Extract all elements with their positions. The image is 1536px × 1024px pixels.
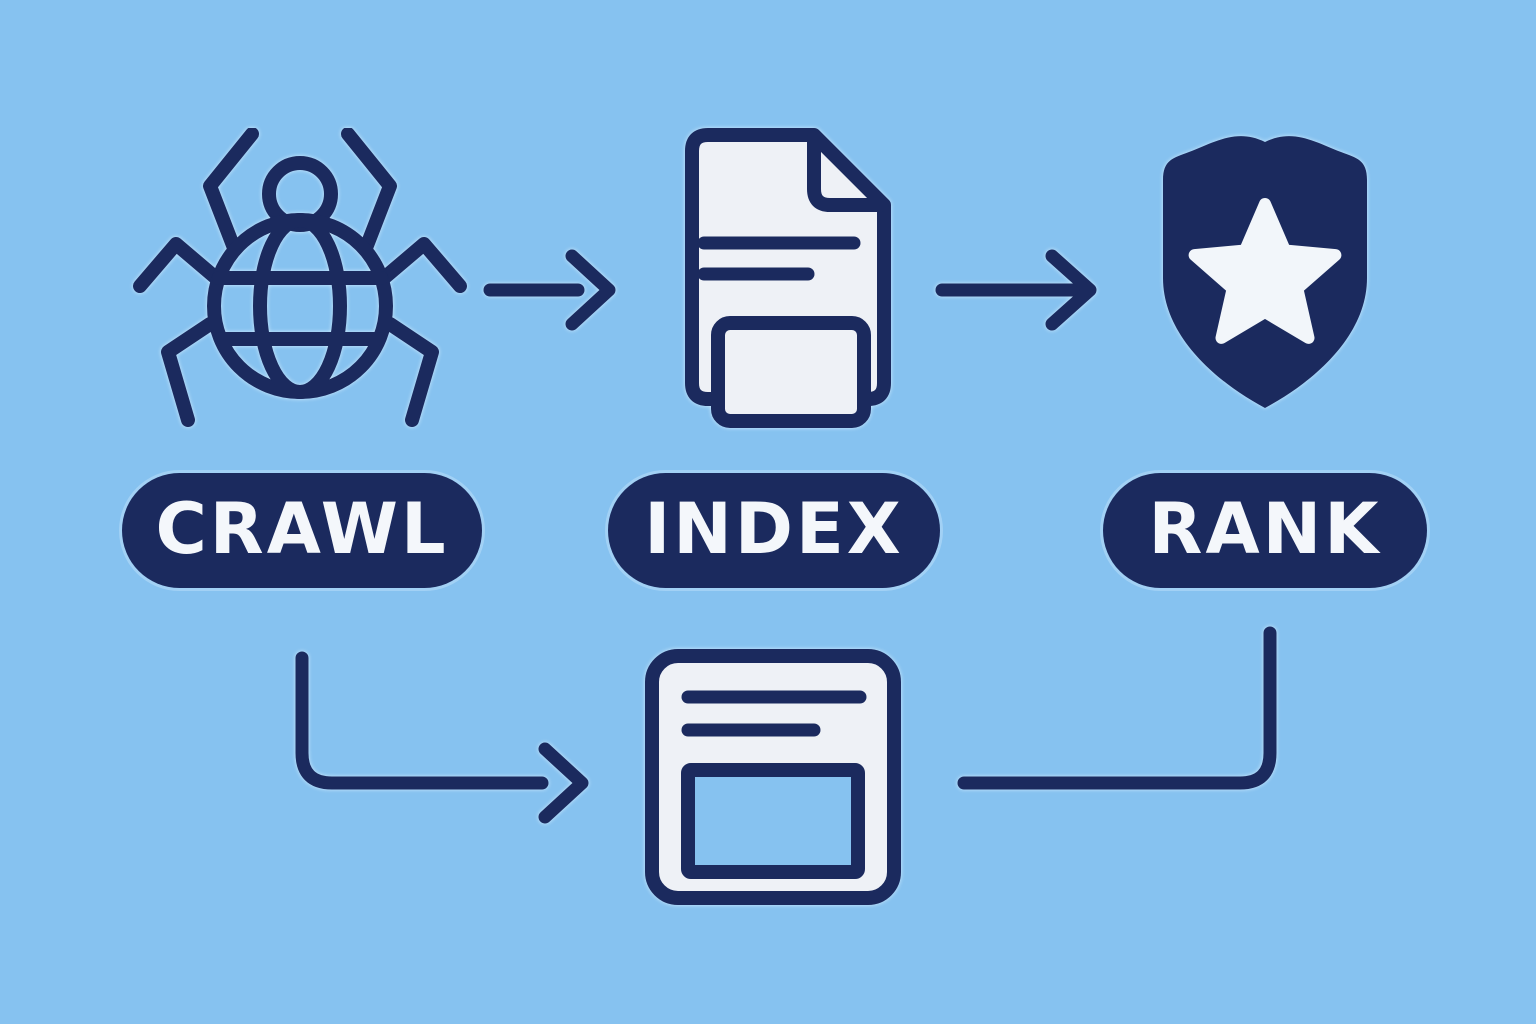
rank-pill: RANK — [1103, 473, 1427, 588]
crawl-pill: CRAWL — [122, 473, 482, 588]
spider-crawler-icon — [133, 128, 467, 427]
webpage-icon — [645, 649, 901, 905]
crawl-label: CRAWL — [155, 487, 449, 570]
star-icon — [1188, 198, 1342, 344]
elbow-line-down-left-icon — [957, 626, 1277, 790]
shield-star-icon — [1163, 136, 1367, 408]
document-index-icon — [685, 128, 891, 428]
arrow-right-icon — [483, 249, 616, 331]
index-label: INDEX — [644, 487, 904, 570]
index-pill: INDEX — [608, 473, 940, 588]
rank-label: RANK — [1148, 487, 1382, 570]
elbow-arrow-down-right-icon — [295, 651, 589, 824]
arrow-right-icon — [935, 249, 1097, 331]
